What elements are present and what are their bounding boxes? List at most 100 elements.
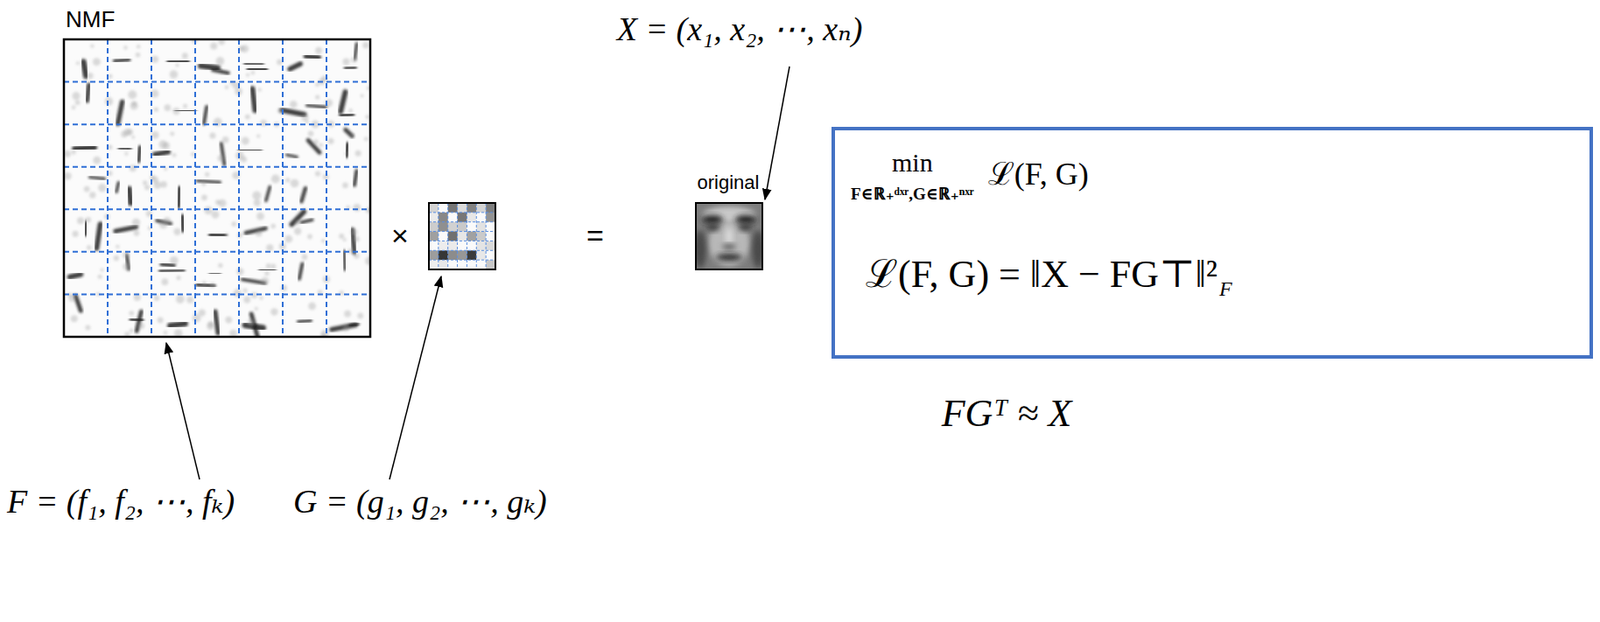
basis-noise — [126, 128, 134, 135]
basis-noise — [151, 131, 160, 140]
grid-divider — [63, 208, 371, 211]
grid-divider — [281, 39, 284, 337]
coefficient-cell — [438, 203, 449, 213]
coefficient-cell — [466, 212, 477, 223]
coefficient-matrix — [428, 203, 496, 270]
basis-noise — [84, 186, 91, 193]
objective: ℒ(F, G) — [988, 156, 1089, 193]
coefficient-cell — [438, 222, 449, 232]
constraint-subscript: F∈ℝ₊ᵈˣʳ,G∈ℝ₊ⁿˣʳ — [850, 184, 975, 204]
grid-divider — [63, 293, 371, 295]
basis-noise — [70, 315, 78, 323]
basis-part-stroke — [210, 272, 220, 276]
basis-noise — [201, 181, 206, 186]
grid-divider — [194, 39, 197, 337]
basis-noise — [154, 294, 161, 302]
basis-noise — [85, 217, 92, 223]
coefficient-cell — [428, 250, 439, 260]
basis-noise — [245, 114, 251, 120]
basis-noise — [131, 135, 135, 140]
basis-part-stroke — [70, 274, 82, 278]
basis-noise — [68, 294, 76, 302]
basis-noise — [84, 324, 91, 330]
figure-title: NMF — [65, 7, 115, 34]
basis-noise — [164, 104, 172, 112]
basis-part-stroke — [350, 323, 359, 326]
matrix-divider — [447, 203, 449, 270]
basis-noise — [201, 194, 208, 201]
basis-noise — [270, 308, 278, 316]
coefficient-cell — [485, 240, 496, 251]
basis-noise — [210, 42, 218, 50]
norm-subscript: F — [1219, 277, 1233, 302]
basis-noise — [98, 183, 106, 192]
basis-noise — [222, 136, 230, 144]
coefficient-cell — [438, 259, 449, 270]
basis-part-stroke — [281, 110, 304, 115]
coefficient-cell — [485, 212, 496, 223]
basis-noise — [120, 131, 127, 138]
coefficient-cell — [438, 250, 449, 260]
basis-noise — [138, 322, 145, 330]
coefficient-cell — [485, 250, 496, 260]
grid-divider — [325, 39, 328, 337]
coefficient-cell — [448, 222, 458, 232]
basis-noise — [211, 210, 220, 219]
basis-noise — [159, 220, 169, 230]
basis-noise — [99, 268, 104, 273]
basis-noise — [251, 70, 256, 76]
basis-noise — [256, 212, 265, 221]
basis-part-stroke — [345, 65, 357, 70]
basis-noise — [240, 44, 249, 53]
matrix-divider — [428, 221, 496, 223]
coefficient-cell — [428, 203, 439, 213]
basis-noise — [75, 99, 81, 106]
matrix-divider — [466, 203, 468, 270]
basis-noise — [129, 164, 137, 172]
basis-part-stroke — [116, 182, 119, 193]
basis-noise — [258, 88, 262, 92]
basis-noise — [224, 84, 230, 90]
basis-noise — [343, 57, 351, 65]
coefficient-cell — [448, 203, 458, 213]
basis-noise — [202, 280, 207, 286]
coefficient-cell — [448, 212, 458, 223]
matrix-frame — [428, 203, 496, 270]
basis-noise — [128, 310, 134, 316]
matrix-divider — [428, 211, 496, 213]
basis-noise — [270, 224, 276, 230]
face-feature — [715, 253, 743, 261]
coefficient-cell — [466, 203, 477, 213]
basis-noise — [151, 56, 159, 64]
basis-part-stroke — [83, 223, 89, 235]
coefficient-cell — [476, 250, 486, 260]
basis-images — [63, 36, 374, 338]
basis-part-stroke — [131, 319, 143, 321]
approximation-formula: FGᵀ ≈ X — [941, 392, 1073, 437]
basis-noise — [142, 180, 148, 185]
coefficient-cell — [428, 222, 439, 232]
basis-noise — [186, 296, 194, 304]
basis-noise — [172, 107, 180, 115]
basis-part-stroke — [291, 211, 304, 225]
basis-noise — [105, 97, 114, 106]
basis-noise — [77, 217, 85, 225]
coefficient-cell — [457, 203, 468, 213]
matrix-divider — [456, 203, 458, 270]
basis-noise — [260, 277, 269, 286]
basis-part-stroke — [298, 321, 312, 323]
basis-part-stroke — [154, 152, 169, 155]
basis-noise — [63, 172, 72, 181]
basis-part-stroke — [160, 270, 184, 272]
grid-divider — [63, 123, 371, 126]
basis-part-stroke — [307, 105, 327, 107]
basis-noise — [198, 309, 206, 317]
basis-noise — [209, 282, 215, 288]
coefficient-cell — [438, 231, 449, 242]
basis-noise — [352, 203, 361, 212]
basis-part-stroke — [182, 217, 183, 231]
basis-noise — [206, 322, 215, 331]
basis-noise — [315, 94, 320, 99]
basis-part-stroke — [129, 189, 132, 204]
